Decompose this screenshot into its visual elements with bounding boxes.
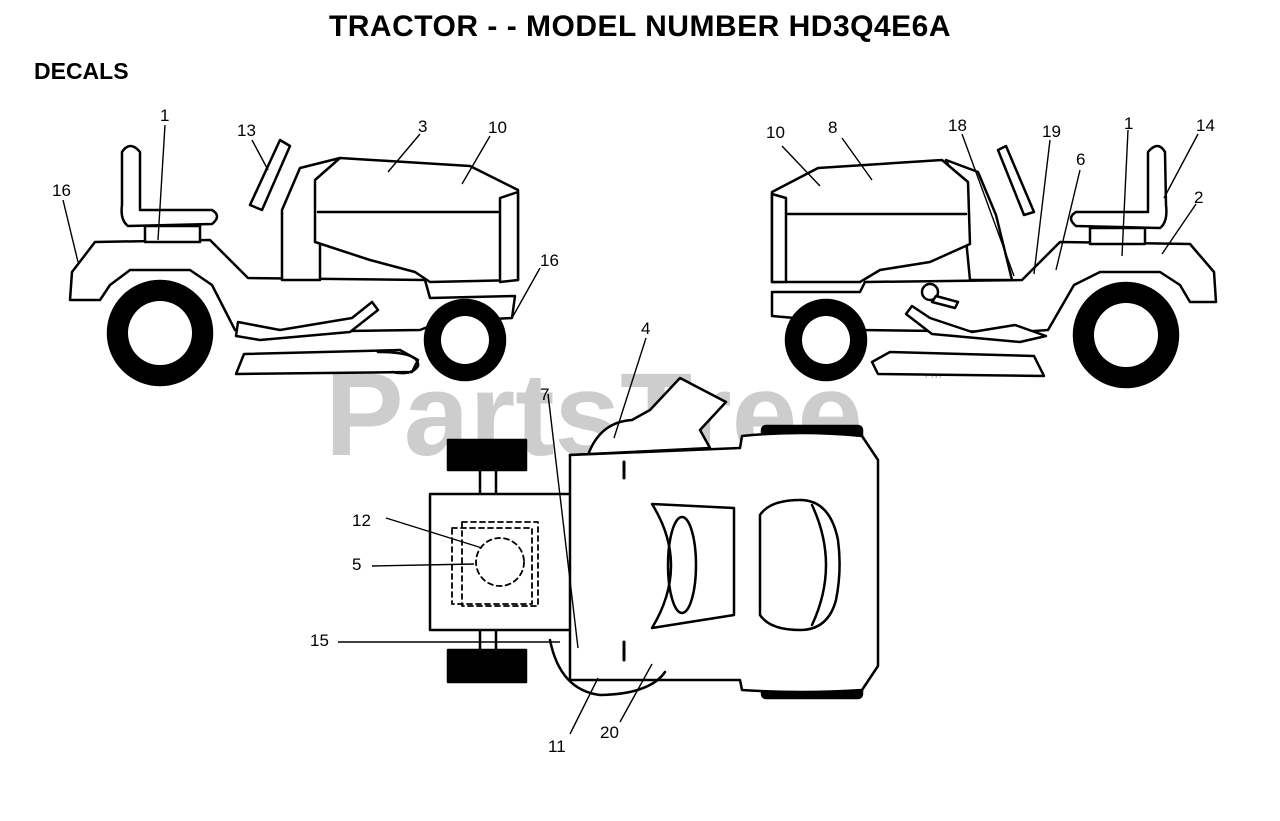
seat <box>120 144 219 228</box>
callout-right-6: 6 <box>1076 150 1085 169</box>
right-callouts: 10 8 18 19 1 14 6 2 <box>766 114 1215 207</box>
mower-deck-r <box>870 350 1046 378</box>
seat-top <box>758 498 841 632</box>
decal-dashed-inner <box>461 521 539 607</box>
callout-top-5: 5 <box>352 555 361 574</box>
callout-right-2: 2 <box>1194 188 1203 207</box>
callout-right-8: 8 <box>828 118 837 137</box>
callout-left-10: 10 <box>488 118 507 137</box>
top-callouts: 4 7 12 5 15 11 20 <box>310 319 650 756</box>
callout-left-16b: 16 <box>540 251 559 270</box>
tractor-right-side-view <box>770 144 1218 389</box>
steering-top <box>666 515 698 615</box>
seat-base-r <box>1088 226 1147 246</box>
deck-chute <box>376 350 420 375</box>
deck-underside <box>548 638 667 697</box>
page-title: TRACTOR - - MODEL NUMBER HD3Q4E6A <box>328 10 952 43</box>
front-wheel-top-left <box>446 438 528 472</box>
callout-left-3: 3 <box>418 117 427 136</box>
footrest-r <box>904 304 1048 344</box>
footrest <box>234 300 380 342</box>
front-rim <box>441 316 489 364</box>
front-wheel-top-right <box>446 648 528 684</box>
tractor-left-side-view <box>68 138 520 387</box>
seat-base <box>143 224 202 244</box>
left-leaders <box>62 124 541 319</box>
steering-wheel <box>248 138 292 212</box>
top-leaders <box>338 337 653 735</box>
left-callouts: 1 13 3 10 16 16 <box>52 106 559 270</box>
hood-front-panel <box>498 190 520 284</box>
callout-right-19: 19 <box>1042 122 1061 141</box>
lever-knob <box>920 282 940 302</box>
dash-top <box>650 502 736 630</box>
callout-top-7: 7 <box>540 385 549 404</box>
rear-rim <box>128 301 192 365</box>
callout-top-15: 15 <box>310 631 329 650</box>
lever <box>930 294 960 310</box>
callout-top-4: 4 <box>641 319 650 338</box>
callout-right-18: 18 <box>948 116 967 135</box>
callout-right-1: 1 <box>1124 114 1133 133</box>
decal-dashed-outer <box>451 527 533 605</box>
seat-r <box>1069 144 1168 230</box>
hood <box>313 156 520 284</box>
right-leaders <box>781 129 1199 277</box>
decal-circle <box>475 537 525 587</box>
rear-rim-r <box>1094 303 1158 367</box>
callout-left-1: 1 <box>160 106 169 125</box>
front-rim-r <box>802 316 850 364</box>
callout-right-10: 10 <box>766 123 785 142</box>
tractor-top-view <box>428 376 880 700</box>
hood-r <box>770 158 972 284</box>
callout-left-13: 13 <box>237 121 256 140</box>
section-label: DECALS <box>34 58 129 84</box>
discharge-chute <box>568 376 728 457</box>
seat-back-top <box>810 503 828 627</box>
callout-top-20: 20 <box>600 723 619 742</box>
callout-top-12: 12 <box>352 511 371 530</box>
callout-right-14: 14 <box>1196 116 1215 135</box>
callout-left-16a: 16 <box>52 181 71 200</box>
callout-top-11: 11 <box>548 737 566 756</box>
steering-wheel-r <box>996 144 1036 217</box>
hood-front-panel-r <box>770 192 788 284</box>
